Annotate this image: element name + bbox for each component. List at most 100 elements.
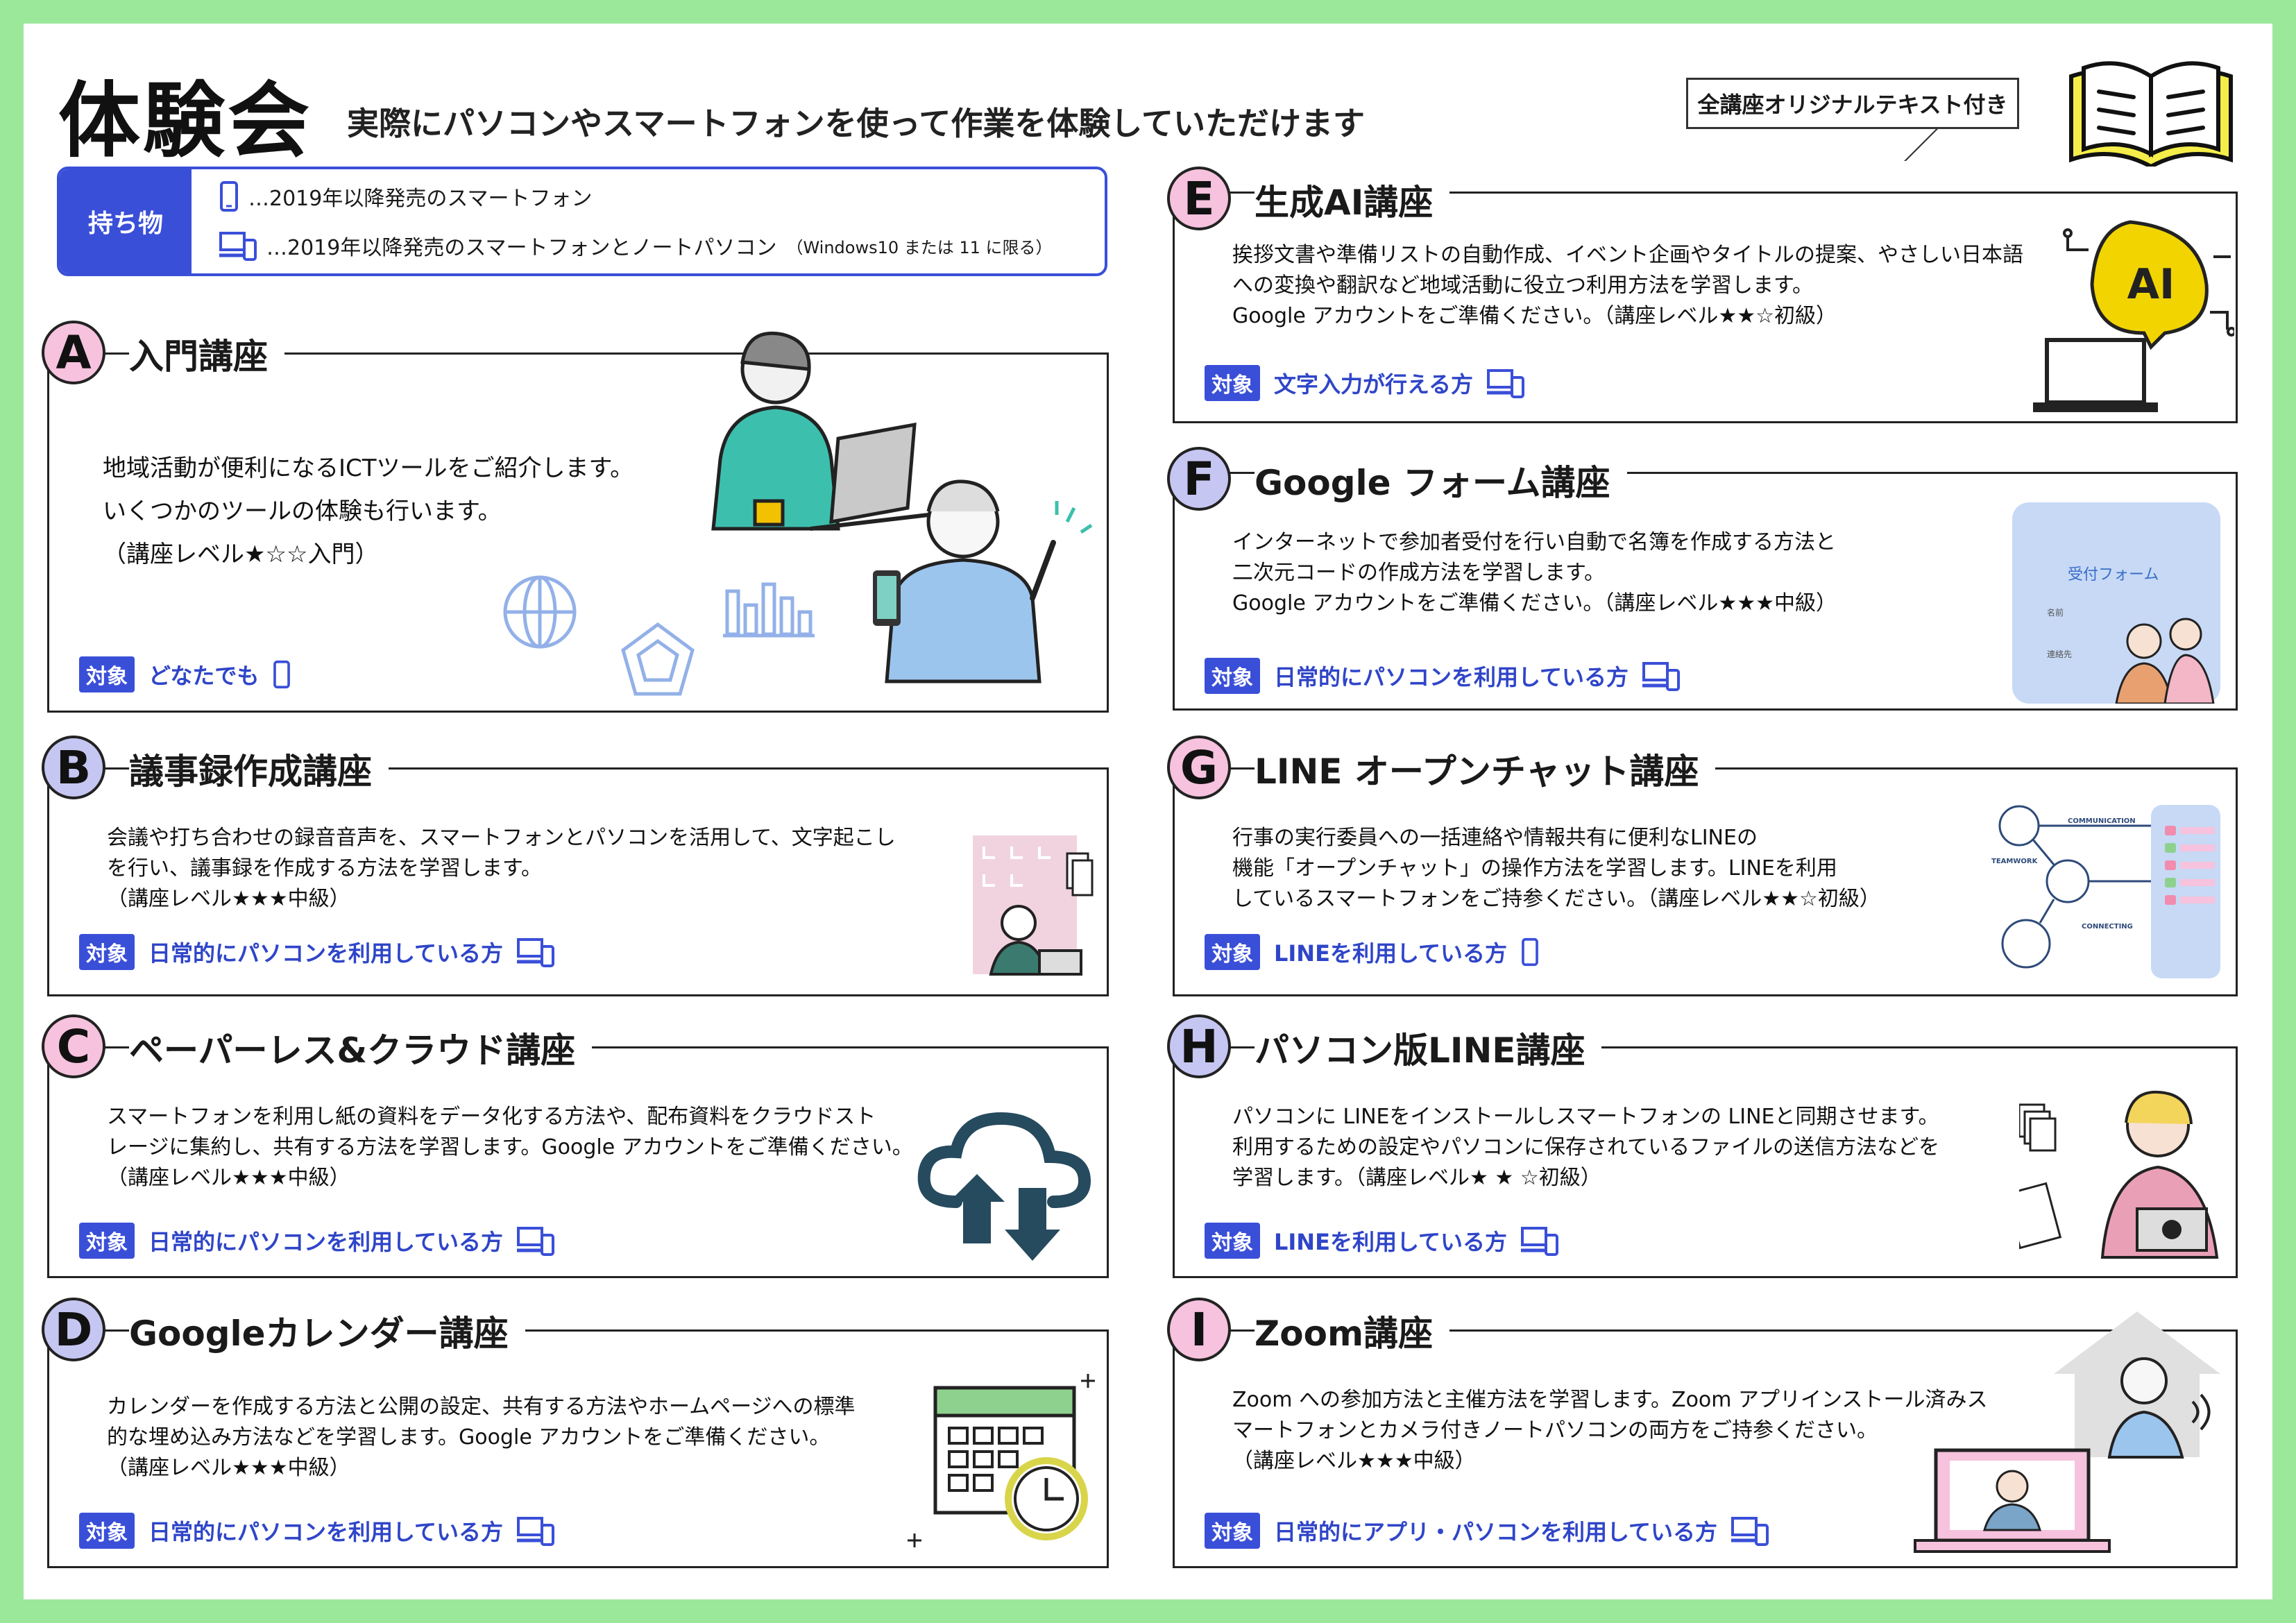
course-d-target-text: 日常的にパソコンを利用している方 bbox=[148, 1519, 504, 1545]
course-a-desc-line1: 地域活動が便利になるICTツールをご紹介します。 bbox=[103, 454, 634, 482]
course-a-desc: 地域活動が便利になるICTツールをご紹介します。 いくつかのツールの体験も行いま… bbox=[103, 447, 633, 576]
belongings-box: 持ち物 …2019年以降発売のスマートフォン …2019年以降発売のスマートフォ… bbox=[57, 167, 1107, 276]
course-h: H パソコン版LINE講座 パソコンに LINEをインストールしスマートフォンの… bbox=[1167, 1014, 2238, 1278]
target-tag: 対象 bbox=[1205, 1513, 1260, 1549]
course-c-desc-line1: スマートフォンを利用し紙の資料をデータ化する方法や、配布資料をクラウドスト bbox=[107, 1105, 876, 1129]
course-g: G LINE オープンチャット講座 行事の実行委員への一括連絡や情報共有に便利な… bbox=[1167, 736, 2238, 996]
course-g-desc-line2: 機能「オープンチャット」の操作方法を学習します。LINEを利用 bbox=[1232, 856, 1837, 881]
course-i-rule bbox=[1554, 1329, 2238, 1332]
course-i-letter: I bbox=[1167, 1298, 1231, 1361]
course-i-desc-line3: （講座レベル★★★中級） bbox=[1232, 1449, 1476, 1473]
open-chat-illustration: COMMUNICATION TEAMWORK CONNECTING bbox=[1991, 798, 2227, 985]
gem-icon bbox=[621, 622, 695, 696]
belongings-item2-text: …2019年以降発売のスマートフォンとノートパソコン bbox=[266, 236, 777, 260]
course-a-letter: A bbox=[42, 321, 105, 384]
course-f-letter: F bbox=[1167, 447, 1231, 511]
course-e-title: 生成AI講座 bbox=[1255, 175, 1450, 225]
course-c-target-text: 日常的にパソコンを利用している方 bbox=[148, 1229, 504, 1255]
network-label-teamwork: TEAMWORK bbox=[1991, 858, 2038, 865]
course-c-letter: C bbox=[42, 1014, 105, 1078]
text-badge: 全講座オリジナルテキスト付き bbox=[1686, 78, 2019, 129]
people-laptop-illustration bbox=[711, 331, 1093, 683]
belongings-label: 持ち物 bbox=[60, 169, 192, 273]
course-b-desc-line3: （講座レベル★★★中級） bbox=[107, 887, 350, 911]
network-label-communication: COMMUNICATION bbox=[2068, 817, 2136, 825]
course-e: E 生成AI講座 挨拶文書や準備リストの自動作成、イベント企画やタイトルの提案、… bbox=[1167, 167, 2238, 423]
course-c: C ペーパーレス&クラウド講座 スマートフォンを利用し紙の資料をデータ化する方法… bbox=[42, 1014, 1109, 1278]
course-d-desc: カレンダーを作成する方法と公開の設定、共有する方法やホームページへの標準 的な埋… bbox=[107, 1392, 856, 1484]
target-tag: 対象 bbox=[1205, 1223, 1260, 1259]
course-e-desc-line2: への変換や翻訳など地域活動に役立つ利用方法を学習します。 bbox=[1232, 273, 1813, 298]
course-e-desc-line3: Google アカウントをご準備ください。（講座レベル★★☆初級） bbox=[1232, 304, 1837, 328]
course-b-desc: 会議や打ち合わせの録音音声を、スマートフォンとパソコンを活用して、文字起こし を… bbox=[107, 823, 896, 915]
phone-laptop-icon bbox=[1520, 1227, 1558, 1256]
form-field-contact: 連絡先 bbox=[2047, 649, 2073, 659]
course-f-rule bbox=[1728, 472, 2238, 474]
course-h-desc-line1: パソコンに LINEをインストールしスマートフォンの LINEと同期させます。 bbox=[1232, 1105, 1939, 1129]
course-g-target: 対象 LINEを利用している方 bbox=[1205, 934, 1539, 970]
course-h-target: 対象 LINEを利用している方 bbox=[1205, 1223, 1558, 1259]
belongings-item-phone-laptop: …2019年以降発売のスマートフォンとノートパソコン （Windows10 また… bbox=[219, 230, 1053, 261]
course-e-rule bbox=[1617, 192, 2238, 194]
belongings-item1-text: …2019年以降発売のスマートフォン bbox=[248, 187, 593, 211]
phone-laptop-icon bbox=[1642, 662, 1681, 691]
target-tag: 対象 bbox=[1205, 365, 1260, 401]
zoom-meeting-illustration bbox=[1914, 1311, 2220, 1553]
target-tag: 対象 bbox=[1205, 934, 1260, 970]
smartphone-icon bbox=[220, 181, 238, 212]
course-i-title: Zoom講座 bbox=[1255, 1306, 1450, 1356]
course-e-desc-line1: 挨拶文書や準備リストの自動作成、イベント企画やタイトルの提案、やさしい日本語 bbox=[1232, 243, 2023, 267]
course-f-target: 対象 日常的にパソコンを利用している方 bbox=[1205, 658, 1681, 694]
course-a-title: 入門講座 bbox=[129, 329, 284, 379]
course-d-desc-line2: 的な埋め込み方法などを学習します。Google アカウントをご準備ください。 bbox=[107, 1425, 831, 1450]
network-diagram bbox=[1998, 805, 2220, 978]
course-f-desc: インターネットで参加者受付を行い自動で名簿を作成する方法と 二次元コードの作成方… bbox=[1232, 527, 1837, 619]
course-b-target-text: 日常的にパソコンを利用している方 bbox=[148, 940, 504, 967]
course-h-box bbox=[1173, 1046, 2238, 1278]
course-h-title: パソコン版LINE講座 bbox=[1255, 1023, 1602, 1073]
calendar-clock-icon bbox=[908, 1374, 1095, 1547]
page-title: 体験会 bbox=[58, 73, 313, 169]
course-d: D Googleカレンダー講座 カレンダーを作成する方法と公開の設定、共有する方… bbox=[42, 1298, 1109, 1568]
course-g-desc: 行事の実行委員への一括連絡や情報共有に便利なLINEの 機能「オープンチャット」… bbox=[1232, 823, 1880, 915]
course-c-desc-line2: レージに集約し、共有する方法を学習します。Google アカウントをご準備くださ… bbox=[107, 1135, 913, 1159]
bar-chart-icon bbox=[723, 582, 815, 638]
phone-laptop-icon bbox=[517, 938, 555, 967]
phone-laptop-icon bbox=[219, 232, 257, 261]
course-i-desc-line2: マートフォンとカメラ付きノートパソコンの両方をご持参ください。 bbox=[1232, 1418, 1878, 1443]
course-e-desc: 挨拶文書や準備リストの自動作成、イベント企画やタイトルの提案、やさしい日本語 へ… bbox=[1232, 240, 2023, 332]
course-a-rule bbox=[359, 352, 1109, 355]
target-tag: 対象 bbox=[79, 934, 135, 970]
course-b-box bbox=[47, 767, 1109, 996]
phone-laptop-icon bbox=[517, 1227, 555, 1256]
course-h-desc: パソコンに LINEをインストールしスマートフォンの LINEと同期させます。 … bbox=[1232, 1102, 1939, 1193]
course-i-target-text: 日常的にアプリ・パソコンを利用している方 bbox=[1274, 1519, 1718, 1545]
form-title: 受付フォーム bbox=[2068, 566, 2159, 584]
course-i-desc-line1: Zoom への参加方法と主催方法を学習します。Zoom アプリインストール済みス bbox=[1232, 1388, 1988, 1412]
course-b: B 議事録作成講座 会議や打ち合わせの録音音声を、スマートフォンとパソコンを活用… bbox=[42, 736, 1109, 996]
course-h-desc-line2: 利用するための設定やパソコンに保存されているファイルの送信方法などを bbox=[1232, 1135, 1940, 1159]
course-g-target-text: LINEを利用している方 bbox=[1274, 940, 1507, 967]
form-phone-illustration: 受付フォーム 名前 連絡先 bbox=[2012, 502, 2220, 704]
course-d-letter: D bbox=[42, 1298, 105, 1361]
course-d-desc-line3: （講座レベル★★★中級） bbox=[107, 1456, 350, 1480]
phone-laptop-icon bbox=[1487, 369, 1525, 398]
target-tag: 対象 bbox=[79, 1513, 135, 1549]
course-a-target-text: どなたでも bbox=[148, 663, 260, 689]
course-h-target-text: LINEを利用している方 bbox=[1274, 1229, 1507, 1255]
course-f-title: Google フォーム講座 bbox=[1255, 455, 1627, 505]
belongings-item2-note: （Windows10 または 11 に限る） bbox=[786, 237, 1053, 257]
globe-icon bbox=[503, 575, 577, 649]
course-f-desc-line1: インターネットで参加者受付を行い自動で名簿を作成する方法と bbox=[1232, 530, 1836, 554]
cloud-sync-icon bbox=[917, 1112, 1091, 1261]
course-e-target-text: 文字入力が行える方 bbox=[1274, 371, 1474, 398]
form-field-name: 名前 bbox=[2047, 608, 2064, 618]
course-e-letter: E bbox=[1167, 167, 1231, 230]
course-a-desc-line3: （講座レベル★☆☆入門） bbox=[103, 541, 379, 568]
page-subtitle: 実際にパソコンやスマートフォンを使って作業を体験していただけます bbox=[347, 105, 1365, 142]
course-d-desc-line1: カレンダーを作成する方法と公開の設定、共有する方法やホームページへの標準 bbox=[107, 1395, 856, 1419]
course-c-rule bbox=[706, 1046, 1109, 1048]
course-a-desc-line2: いくつかのツールの体験も行います。 bbox=[103, 498, 502, 525]
course-g-desc-line1: 行事の実行委員への一括連絡や情報共有に便利なLINEの bbox=[1232, 826, 1758, 850]
woman-laptop-illustration bbox=[2019, 1090, 2219, 1259]
